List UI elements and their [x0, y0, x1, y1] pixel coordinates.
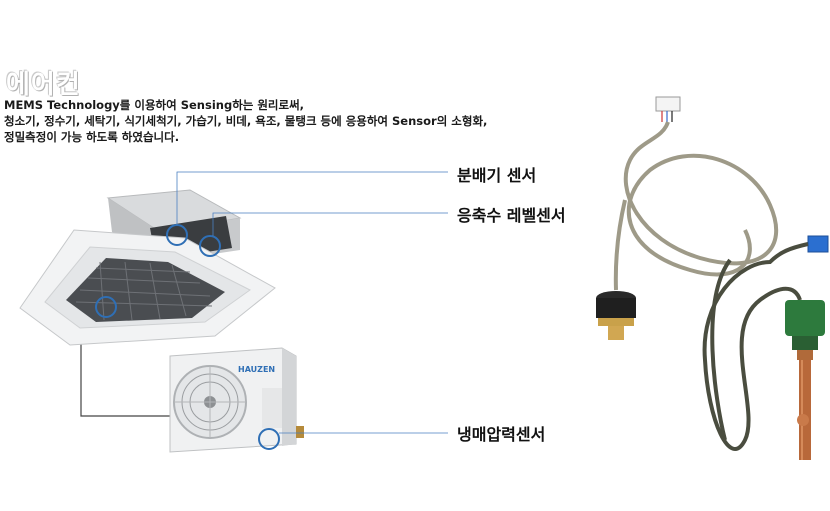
description-line-1: MEMS Technology를 이용하여 Sensing하는 원리로써, — [4, 98, 305, 112]
outdoor-unit-image: HAUZEN — [169, 347, 304, 453]
callout-line-distributor — [176, 171, 448, 225]
description-line-2: 청소기, 정수기, 세탁기, 식기세척기, 가습기, 비데, 욕조, 물탱크 등… — [4, 114, 488, 128]
callout-circle-refrigerant — [258, 428, 280, 450]
callout-circle-condensate — [199, 235, 221, 257]
callout-circle-filter — [95, 296, 117, 318]
label-refrigerant-pressure-sensor: 냉매압력센서 — [457, 425, 546, 444]
description-line-3: 정밀측정이 가능 하도록 하였습니다. — [4, 130, 180, 144]
page-title: 에어컨 — [6, 70, 81, 100]
temperature-probe-image — [702, 235, 829, 460]
description: MEMS Technology를 이용하여 Sensing하는 원리로써, 청소… — [4, 97, 487, 145]
connector-line — [80, 315, 170, 417]
pressure-sensor-image — [596, 96, 779, 340]
brand-logo: HAUZEN — [238, 365, 275, 374]
callout-line-condensate — [212, 212, 448, 236]
label-condensate-level-sensor: 응축수 레벨센서 — [457, 206, 566, 225]
label-distributor-sensor: 분배기 센서 — [457, 166, 537, 185]
